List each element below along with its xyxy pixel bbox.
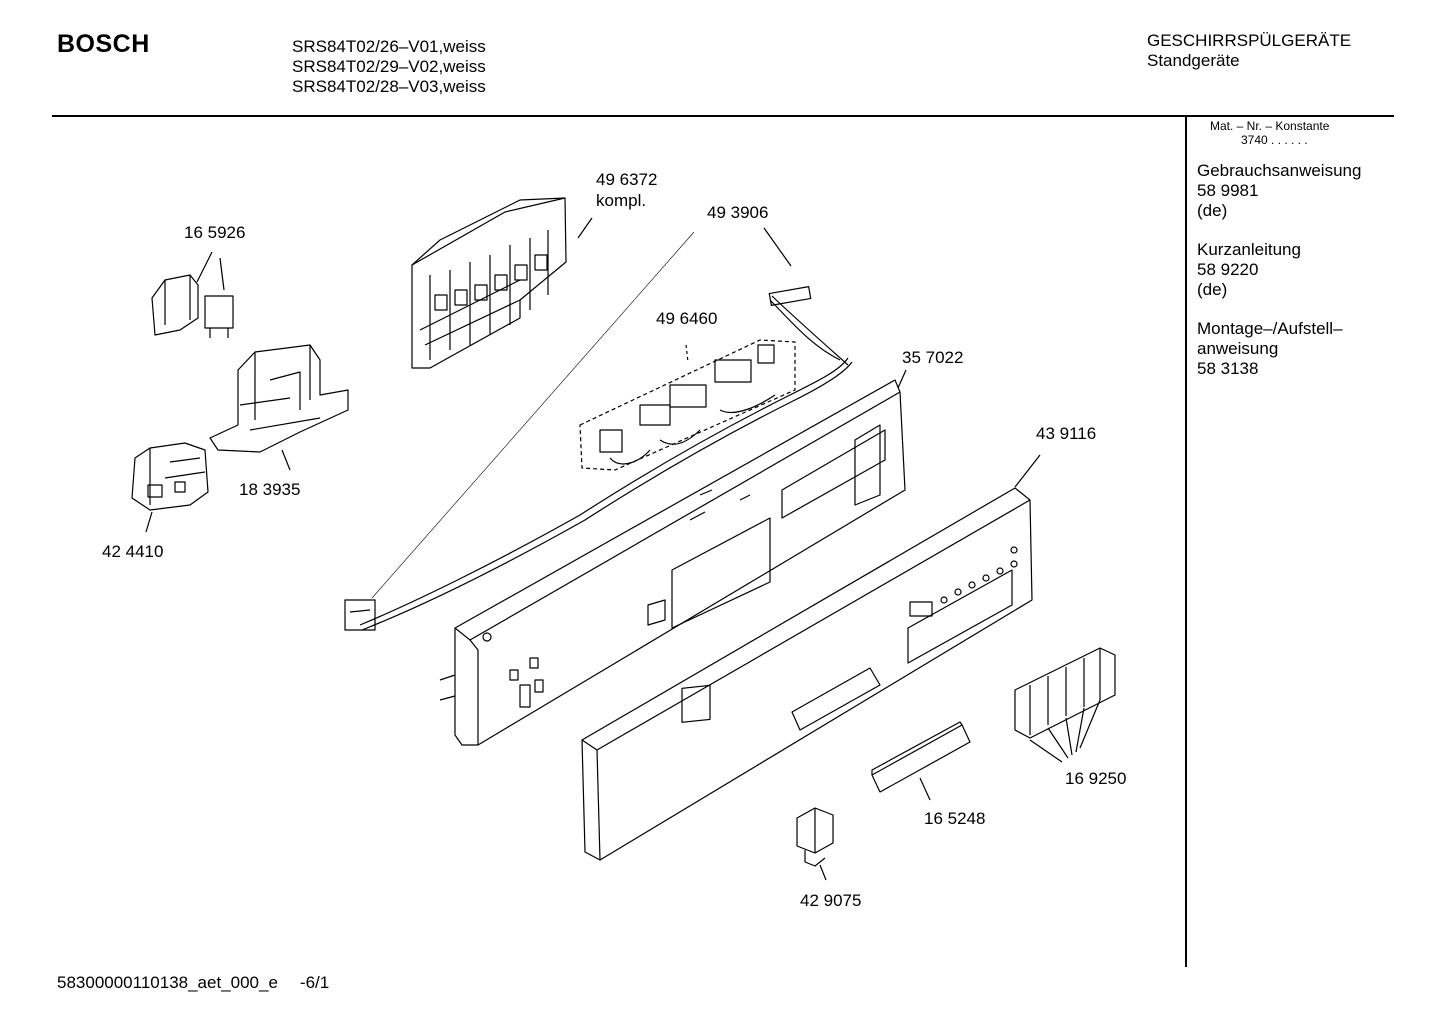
category-block: GESCHIRRSPÜLGERÄTE Standgeräte <box>1147 31 1351 71</box>
part-label-496460[interactable]: 49 6460 <box>656 309 718 328</box>
push-buttons-drawing <box>1014 647 1116 763</box>
model-item: SRS84T02/29–V02,weiss <box>292 57 486 76</box>
leader-line <box>763 227 792 267</box>
part-label-439116[interactable]: 43 9116 <box>1036 424 1097 443</box>
document-item[interactable]: Kurzanleitung 58 9220 (de) <box>1197 240 1361 300</box>
control-frame-drawing <box>439 379 906 746</box>
document-title: Montage–/Aufstell– <box>1197 319 1343 338</box>
model-item: SRS84T02/28–V03,weiss <box>292 77 486 96</box>
part-label-424410[interactable]: 42 4410 <box>102 542 164 561</box>
brand-logo: BOSCH <box>57 30 150 58</box>
relay-bracket-drawing <box>151 274 234 338</box>
connector-group-drawing <box>579 339 796 471</box>
leader-line <box>685 344 689 363</box>
model-item: SRS84T02/26–V01,weiss <box>292 37 486 56</box>
material-number-value: 3740 . . . . . . <box>1241 133 1308 147</box>
main-switch-drawing <box>131 442 209 511</box>
document-language: (de) <box>1197 201 1228 220</box>
page-number: -6/1 <box>299 973 330 992</box>
part-label-357022[interactable]: 35 7022 <box>902 348 964 367</box>
part-label-169250[interactable]: 16 9250 <box>1065 769 1127 788</box>
material-number-block: Mat. – Nr. – Konstante 3740 . . . . . . <box>1210 119 1329 147</box>
front-panel-drawing <box>581 487 1033 861</box>
document-item[interactable]: Gebrauchsanweisung 58 9981 (de) <box>1197 161 1361 221</box>
header-divider <box>52 115 1394 117</box>
document-item[interactable]: Montage–/Aufstell– anweisung 58 3138 <box>1197 319 1361 379</box>
leader-line <box>219 257 225 291</box>
leader-line <box>1014 454 1041 488</box>
leader-line <box>919 777 931 801</box>
leader-line <box>371 231 695 599</box>
part-label-496372-note: kompl. <box>596 191 647 210</box>
material-number-label: Mat. – Nr. – Konstante <box>1210 119 1330 133</box>
leader-line <box>577 217 593 239</box>
document-title: Kurzanleitung <box>1197 240 1301 259</box>
electronic-module-drawing <box>411 197 567 369</box>
leader-line <box>819 864 827 881</box>
leader-line <box>145 511 153 533</box>
leader-line <box>897 369 907 389</box>
document-title: Gebrauchsanweisung <box>1197 161 1362 180</box>
category-subtitle: Standgeräte <box>1147 51 1240 70</box>
drawing-code: 58300000110138_aet_000_e <box>57 973 278 992</box>
document-number: anweisung <box>1197 339 1279 358</box>
footer: 58300000110138_aet_000_e -6/1 <box>57 973 351 993</box>
document-number: 58 9220 <box>1197 260 1259 279</box>
part-label-165248[interactable]: 16 5248 <box>924 809 986 828</box>
cable-harness-drawing <box>344 286 853 631</box>
document-number: 58 9981 <box>1197 181 1259 200</box>
document-language: (de) <box>1197 280 1228 299</box>
part-label-493906[interactable]: 49 3906 <box>707 203 769 222</box>
leader-line <box>196 251 213 283</box>
switch-holder-drawing <box>209 344 349 453</box>
document-list: Gebrauchsanweisung 58 9981 (de) Kurzanle… <box>1197 161 1361 398</box>
part-label-165926[interactable]: 16 5926 <box>184 223 246 242</box>
document-language: 58 3138 <box>1197 359 1259 378</box>
leader-line <box>281 449 291 471</box>
model-list: SRS84T02/26–V01,weiss SRS84T02/29–V02,we… <box>292 37 486 97</box>
cover-strip-drawing <box>871 721 971 793</box>
knob-drawing <box>796 807 834 867</box>
part-label-429075[interactable]: 42 9075 <box>800 891 862 910</box>
part-label-496372[interactable]: 49 6372 <box>596 170 658 189</box>
part-label-183935[interactable]: 18 3935 <box>239 480 301 499</box>
sidebar-divider <box>1185 115 1187 967</box>
category-title: GESCHIRRSPÜLGERÄTE <box>1147 31 1352 50</box>
